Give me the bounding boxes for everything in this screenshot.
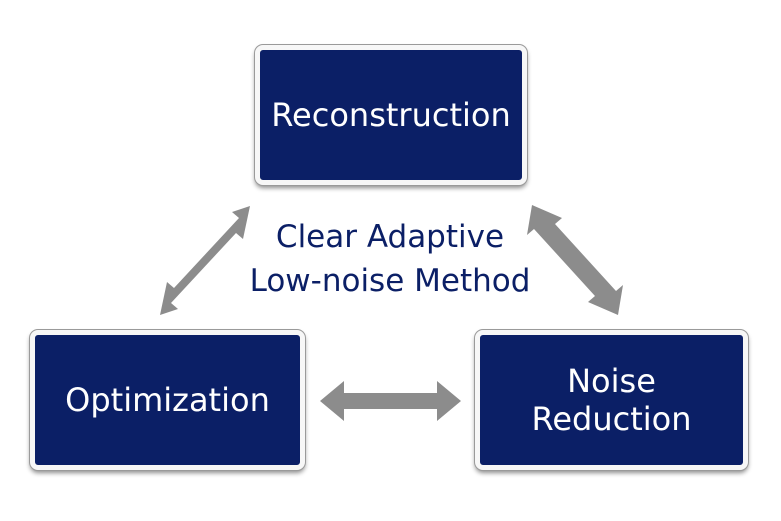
center-text-line2: Low-noise Method (249, 263, 531, 299)
node-noise-reduction: Noise Reduction (475, 330, 748, 470)
arrow-reconstruction-optimization (160, 206, 250, 315)
center-method-text: Clear Adaptive Low-noise Method (200, 215, 580, 303)
node-reconstruction-label: Reconstruction (271, 96, 511, 134)
arrow-reconstruction-noise (527, 205, 623, 315)
node-noise-reduction-label: Noise Reduction (532, 362, 692, 438)
node-optimization: Optimization (30, 330, 305, 470)
node-noise-label-line1: Noise (567, 362, 656, 400)
node-reconstruction: Reconstruction (255, 45, 527, 185)
node-noise-label-line2: Reduction (531, 400, 692, 438)
node-optimization-label: Optimization (65, 381, 270, 419)
arrow-optimization-noise (320, 381, 461, 421)
center-text-line1: Clear Adaptive (275, 219, 505, 255)
